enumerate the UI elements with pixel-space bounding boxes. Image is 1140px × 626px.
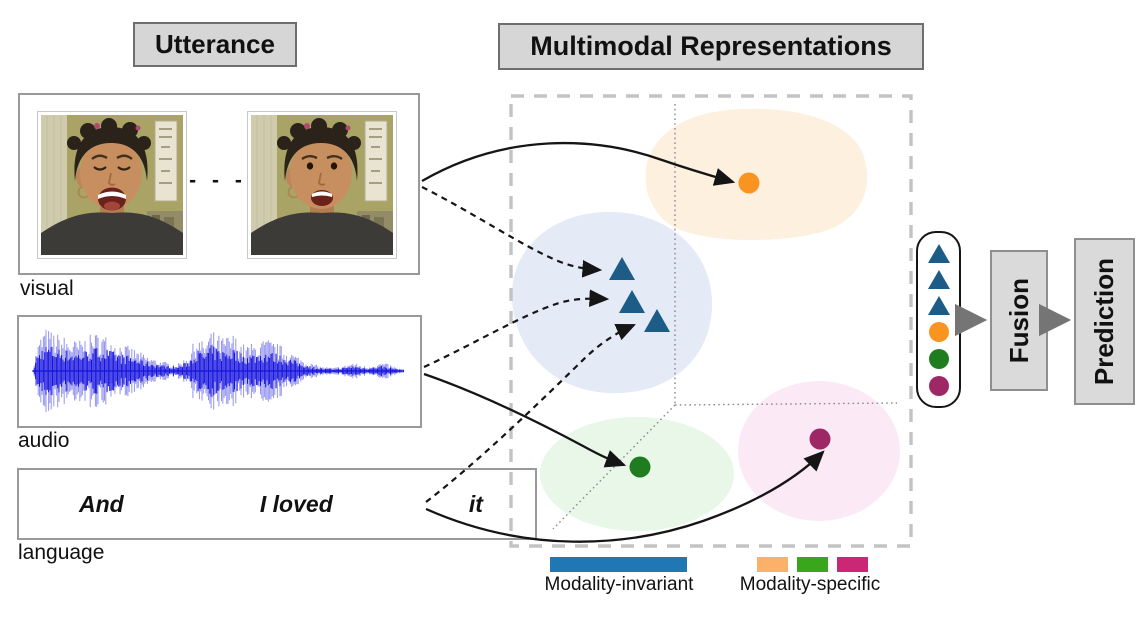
language-word-3: it xyxy=(468,490,483,517)
fusion-box: Fusion xyxy=(990,250,1048,391)
utterance-header: Utterance xyxy=(133,22,297,67)
audio-specific-dot-icon xyxy=(928,348,949,369)
region-audio-specific xyxy=(540,417,734,531)
region-invariant xyxy=(511,211,713,394)
prediction-box: Prediction xyxy=(1074,238,1135,405)
legend-invariant-swatch xyxy=(550,557,687,572)
representation-stack xyxy=(916,231,961,408)
language-word-2: I loved xyxy=(259,490,333,517)
language-panel: And I loved it xyxy=(17,468,537,540)
legend-invariant-label: Modality-invariant xyxy=(544,574,694,595)
language-word-1: And xyxy=(79,490,124,517)
arrow-audio-invariant xyxy=(423,289,610,368)
visual-label: visual xyxy=(20,277,74,300)
region-language-specific xyxy=(738,381,900,521)
specific-marker-language xyxy=(809,428,831,450)
visual-panel: - - - xyxy=(18,93,420,275)
prediction-label: Prediction xyxy=(1089,257,1119,386)
audio-label: audio xyxy=(18,429,70,452)
invariant-triangle-icon xyxy=(927,295,950,315)
invariant-triangle-icon xyxy=(927,269,950,289)
invariant-marker-audio xyxy=(619,290,645,313)
language-specific-dot-icon xyxy=(928,375,949,396)
dotted-axes xyxy=(552,104,898,530)
waveform-bars xyxy=(32,345,404,397)
visual-specific-dot-icon xyxy=(928,321,949,342)
legend-specific-label: Modality-specific xyxy=(739,574,881,595)
representation-space-border xyxy=(509,94,913,548)
video-frame-2 xyxy=(247,111,397,259)
frame-separator: - - - xyxy=(189,169,247,192)
arrow-visual-specific xyxy=(421,141,736,186)
arrow-audio-specific xyxy=(423,372,627,468)
video-frame-1 xyxy=(37,111,187,259)
specific-marker-visual xyxy=(738,172,760,194)
language-label: language xyxy=(18,541,105,564)
specific-marker-audio xyxy=(629,456,651,478)
multimodal-header: Multimodal Representations xyxy=(498,23,924,70)
invariant-triangle-icon xyxy=(927,243,950,263)
fusion-label: Fusion xyxy=(1003,277,1034,364)
invariant-marker-language xyxy=(644,309,670,332)
audio-waveform xyxy=(32,329,404,413)
arrow-visual-invariant xyxy=(421,186,603,278)
multimodal-header-label: Multimodal Representations xyxy=(530,31,892,61)
audio-panel xyxy=(17,315,422,428)
region-visual-specific xyxy=(645,108,868,241)
invariant-marker-visual xyxy=(609,257,635,280)
legend-audio-swatch xyxy=(797,557,828,572)
legend-language-swatch xyxy=(837,557,868,572)
utterance-header-label: Utterance xyxy=(155,29,275,59)
legend-visual-swatch xyxy=(757,557,788,572)
